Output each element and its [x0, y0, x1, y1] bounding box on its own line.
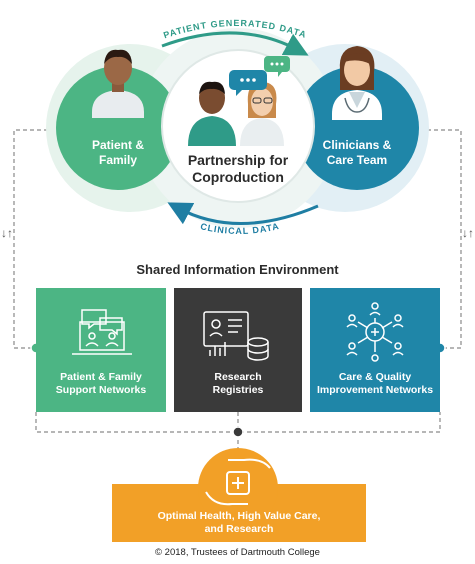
- hands-medical-icon: [205, 458, 271, 506]
- care-quality-label: Care & Quality Improvement Networks: [316, 371, 434, 396]
- database-chart-icon: [203, 311, 269, 361]
- clinicians-circle: [295, 66, 419, 190]
- partnership-figures-icon: [188, 56, 290, 146]
- patient-support-label: Patient & Family Support Networks: [55, 371, 147, 396]
- chat-laptop-icon: [72, 309, 132, 355]
- outcome-label: Optimal Health, High Value Care, and Res…: [157, 510, 321, 535]
- connector-dot-center: [232, 426, 244, 438]
- research-registries-label: Research Registries: [212, 371, 264, 396]
- copyright-notice: © 2018, Trustees of Dartmouth College: [155, 547, 320, 558]
- partnership-circle: [161, 49, 315, 203]
- network-people-icon: [346, 302, 404, 362]
- patient-generated-data-label: PATIENT GENERATED DATA: [162, 18, 307, 40]
- clinicians-label: Clinicians & Care Team: [322, 138, 392, 167]
- left-data-flow-arrows: ↓↑: [1, 226, 13, 240]
- patient-figure-icon: [92, 49, 144, 118]
- clinical-data-arrow: [167, 202, 319, 225]
- right-data-flow-arrows: ↓↑: [462, 226, 474, 240]
- patient-family-label: Patient & Family: [91, 138, 144, 167]
- clinical-data-label: CLINICAL DATA: [199, 221, 279, 236]
- svg-text:CLINICAL DATA: CLINICAL DATA: [199, 221, 280, 236]
- patient-family-circle: [56, 66, 180, 190]
- partnership-label: Partnership for Coproduction: [187, 152, 289, 185]
- research-registries-box: [174, 288, 302, 412]
- svg-text:PATIENT GENERATED DATA: PATIENT GENERATED DATA: [162, 18, 308, 40]
- clinician-figure-icon: [332, 46, 382, 120]
- patient-data-arrow: [161, 31, 309, 56]
- section-title: Shared Information Environment: [136, 262, 339, 277]
